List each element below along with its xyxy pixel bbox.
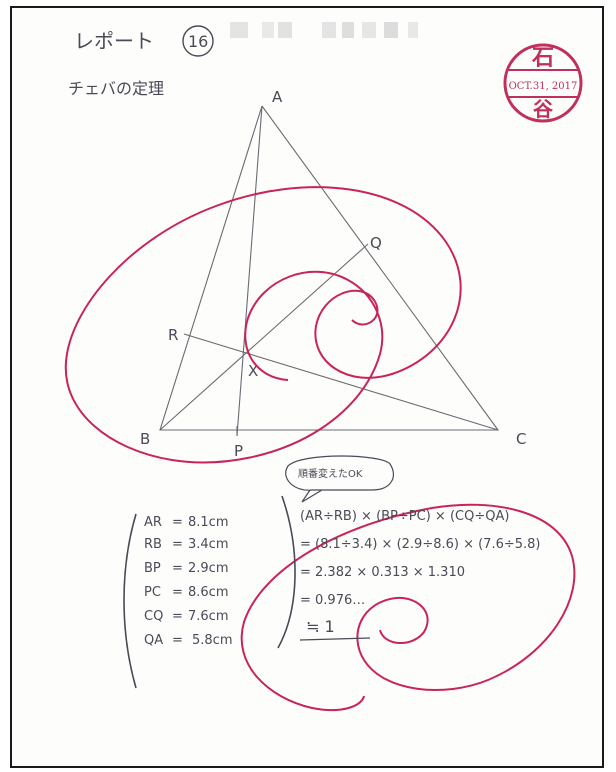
report-subtitle: チェバの定理 xyxy=(68,79,164,98)
label-a: A xyxy=(272,88,283,106)
red-spiral-bottom xyxy=(240,503,576,712)
cevian-cr xyxy=(183,333,499,431)
calc-line-4: = 0.976… xyxy=(300,593,365,608)
calc-line-5: ≒ 1 xyxy=(306,617,335,636)
label-r: R xyxy=(168,326,178,344)
meas-pc-value: 8.6cm xyxy=(188,585,229,600)
meas-ar-value: 8.1cm xyxy=(188,515,229,530)
meas-bp-label: BP xyxy=(144,561,161,576)
triangle-figure xyxy=(159,105,500,437)
label-x: X xyxy=(248,362,258,380)
number-circle xyxy=(182,25,214,57)
measurement-list: AR = 8.1cm RB = 3.4cm BP = 2.9cm PC = 8.… xyxy=(123,495,296,689)
cevian-bq xyxy=(159,243,369,431)
meas-pc-label: PC xyxy=(144,585,161,600)
meas-rb-value: 3.4cm xyxy=(188,537,229,552)
svg-text:=: = xyxy=(172,633,183,648)
stamp-bottom-char: 谷 xyxy=(533,97,554,121)
report-title: レポート xyxy=(74,29,154,53)
red-spiral-top xyxy=(64,186,462,464)
label-b: B xyxy=(140,430,150,448)
svg-text:=: = xyxy=(172,561,183,576)
calc-line-2: = (8.1÷3.4) × (2.9÷8.6) × (7.6÷5.8) xyxy=(300,537,541,552)
calculation: 順番変えたOK (AR÷RB) × (BP÷PC) × (CQ÷QA) = (8… xyxy=(285,455,541,641)
meas-cq-label: CQ xyxy=(144,609,163,624)
cevian-ap xyxy=(236,105,263,437)
svg-text:=: = xyxy=(172,537,183,552)
report-sheet: レポート 16 チェバの定理 石 OCT.31, 2017 谷 A B C P … xyxy=(10,6,604,768)
svg-text:=: = xyxy=(172,585,183,600)
date-stamp: 石 OCT.31, 2017 谷 xyxy=(503,43,583,123)
redacted-name xyxy=(230,22,418,38)
label-c: C xyxy=(516,430,526,448)
calc-line-1: (AR÷RB) × (BP÷PC) × (CQ÷QA) xyxy=(300,509,509,524)
calc-line-3: = 2.382 × 0.313 × 1.310 xyxy=(300,565,465,580)
report-number: 16 xyxy=(188,32,208,51)
stamp-top-char: 石 xyxy=(531,45,554,71)
stamp-date: OCT.31, 2017 xyxy=(509,81,578,92)
meas-ar-label: AR xyxy=(144,515,162,530)
meas-bp-value: 2.9cm xyxy=(188,561,229,576)
label-q: Q xyxy=(370,234,382,252)
svg-text:=: = xyxy=(172,515,183,530)
drawing-canvas: レポート 16 チェバの定理 石 OCT.31, 2017 谷 A B C P … xyxy=(64,22,583,712)
meas-cq-value: 7.6cm xyxy=(188,609,229,624)
meas-rb-label: RB xyxy=(144,537,162,552)
meas-qa-value: 5.8cm xyxy=(192,633,233,648)
svg-text:=: = xyxy=(172,609,183,624)
label-p: P xyxy=(234,442,243,460)
calc-note: 順番変えたOK xyxy=(298,467,363,480)
meas-qa-label: QA xyxy=(144,633,163,648)
